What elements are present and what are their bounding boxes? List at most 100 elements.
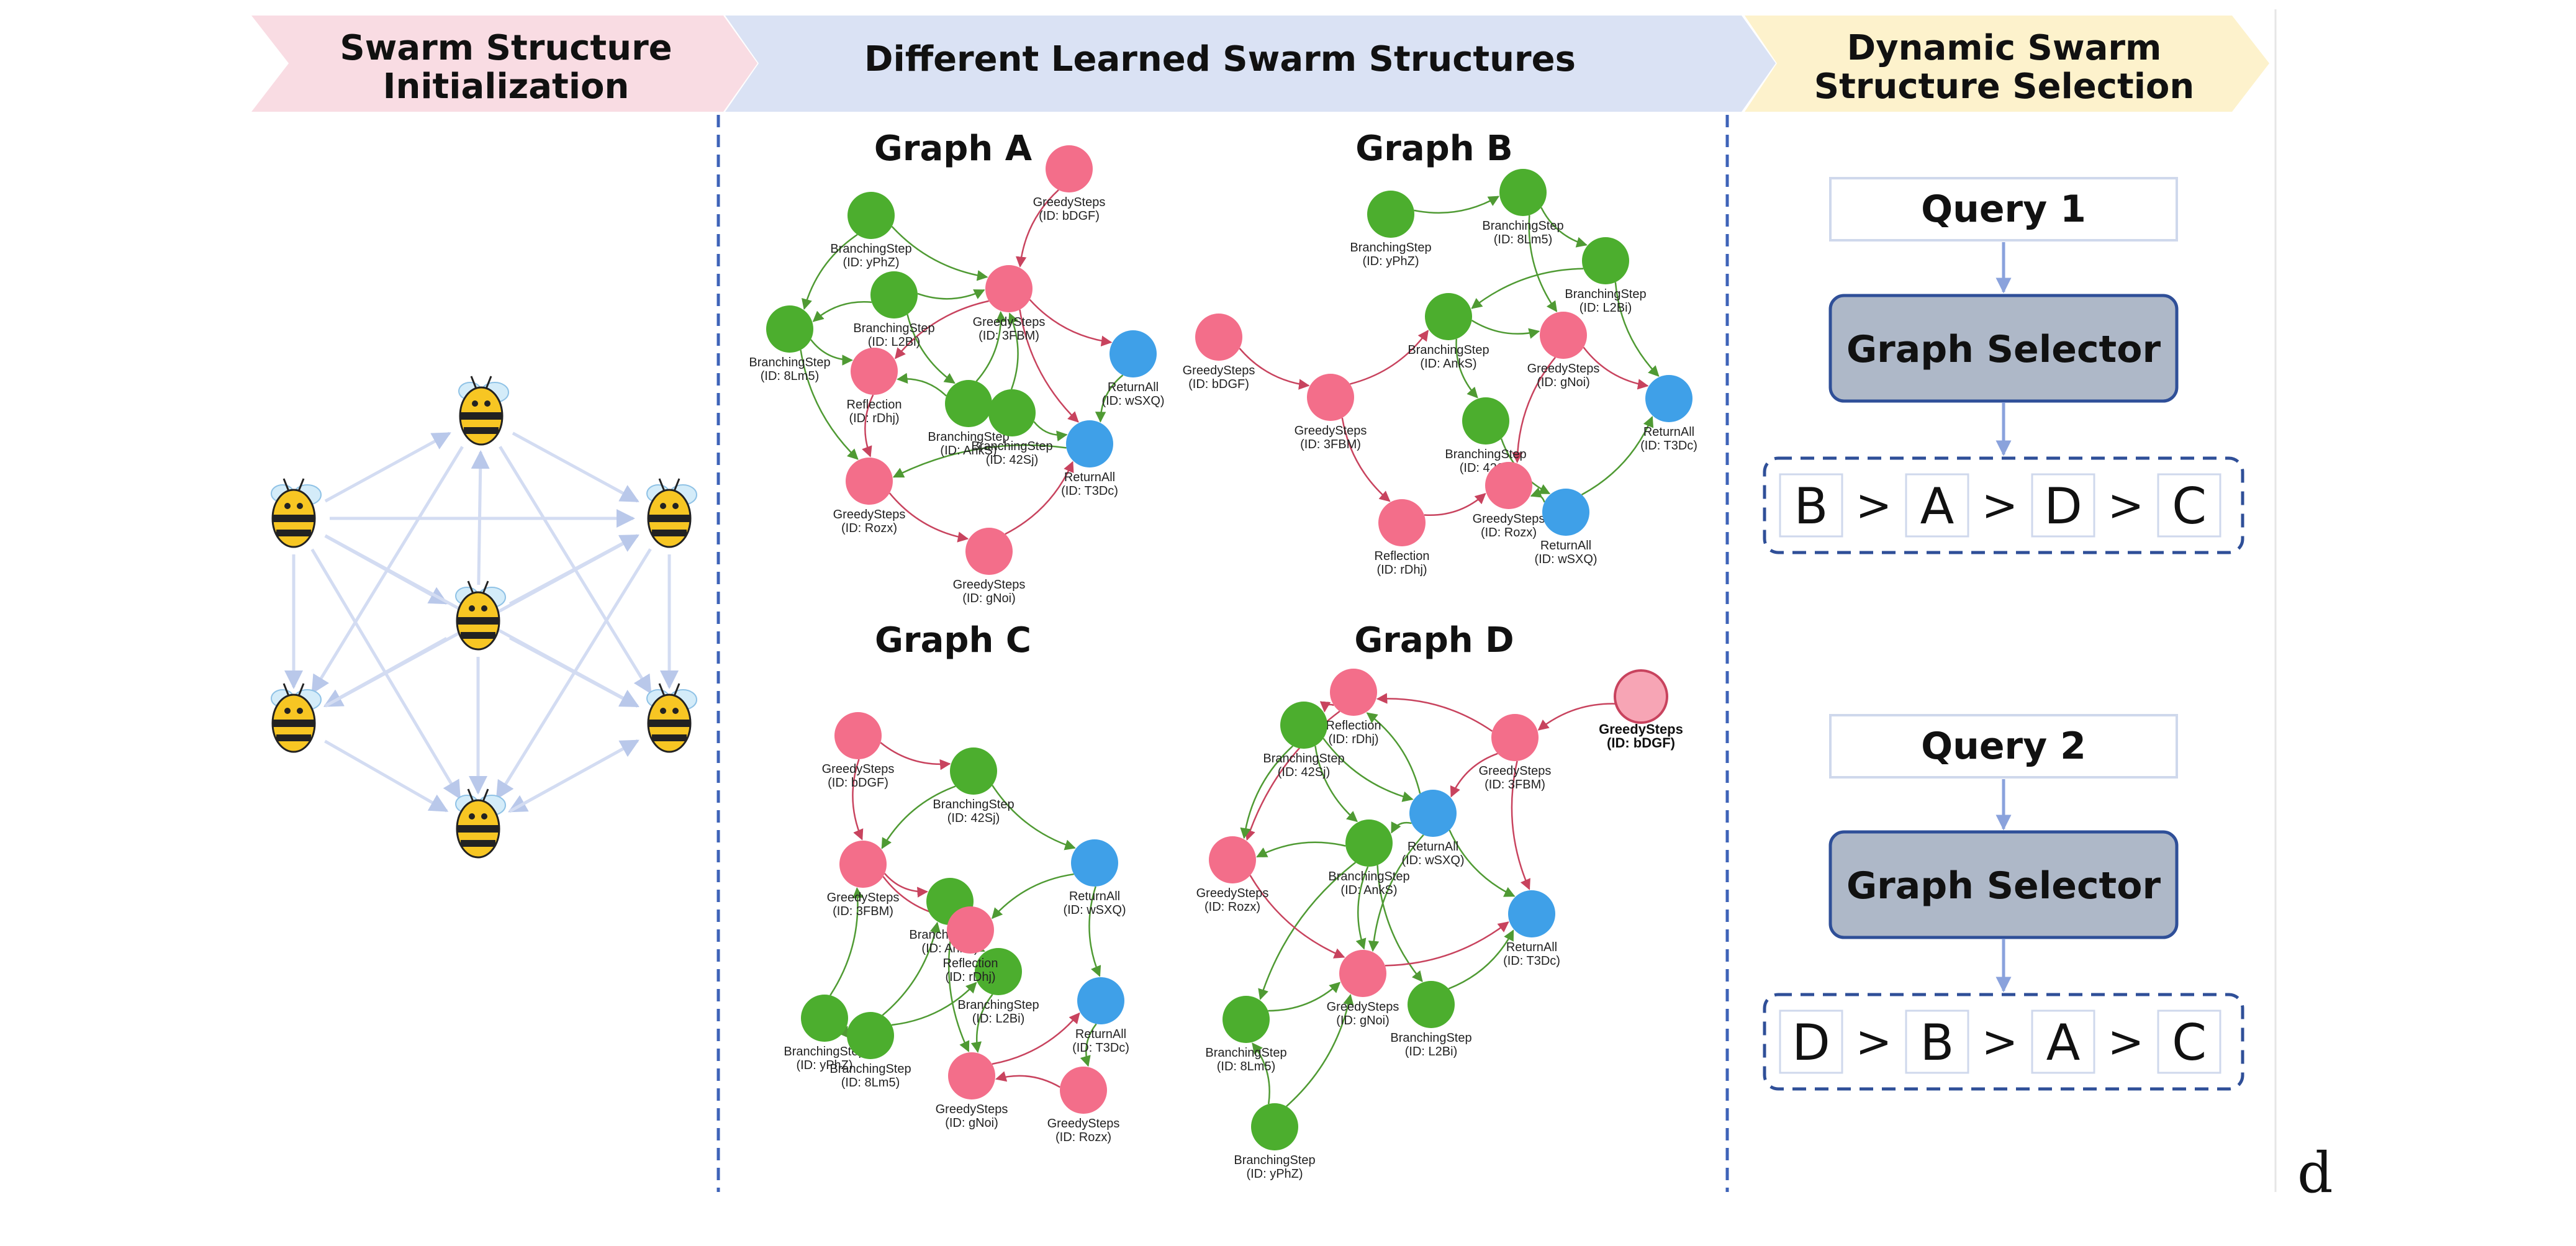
graph-edge <box>1239 348 1310 390</box>
node-id-label: (ID: gNoi) <box>962 592 1016 605</box>
branching-step-node: BranchingStep(ID: AnkS) <box>1328 819 1410 897</box>
node-id-label: (ID: wSXQ) <box>1534 553 1597 566</box>
graph-edge <box>975 310 1007 382</box>
node-circle <box>947 906 994 954</box>
node-type-label: GreedySteps <box>936 1103 1008 1116</box>
rank-item: A <box>1920 477 1955 535</box>
node-type-label: ReturnAll <box>1069 890 1120 903</box>
node-type-label: BranchingStep <box>749 356 830 369</box>
graph-edge <box>838 1026 849 1038</box>
graph-edge <box>897 372 947 397</box>
node-id-label: (ID: gNoi) <box>1336 1014 1390 1027</box>
node-type-label: GreedySteps <box>1327 1000 1399 1014</box>
graph-edge <box>1448 929 1514 990</box>
graph-edge <box>1256 841 1346 858</box>
return-all-node: ReturnAll(ID: wSXQ) <box>1063 839 1126 917</box>
arrow-icon <box>508 636 639 708</box>
graph-edge <box>1583 346 1649 390</box>
rank-item: B <box>1794 477 1828 535</box>
graph-edge <box>970 994 993 1053</box>
graph-edge <box>1088 886 1101 977</box>
node-id-label: (ID: Rozx) <box>1481 526 1537 539</box>
node-id-label: (ID: T3Dc) <box>1640 439 1697 453</box>
node-circle <box>1330 669 1377 716</box>
return-all-node: ReturnAll(ID: T3Dc) <box>1640 375 1697 453</box>
node-circle <box>1060 1067 1107 1114</box>
greedy-steps-node: GreedySteps(ID: bDGF) <box>1033 145 1105 223</box>
graph-c: GreedySteps(ID: bDGF)BranchingStep(ID: 4… <box>784 712 1129 1144</box>
graph-edge <box>1322 738 1414 802</box>
rank-item: C <box>2172 477 2207 535</box>
node-circle <box>847 192 895 239</box>
return-all-node: ReturnAll(ID: wSXQ) <box>1401 790 1465 867</box>
reflection-node: Reflection(ID: rDhj) <box>1326 669 1381 746</box>
greedy-steps-node: GreedySteps(ID: gNoi) <box>953 528 1025 605</box>
node-type-label: BranchingStep <box>957 998 1039 1012</box>
node-type-label: Reflection <box>1326 719 1381 733</box>
query-box-2 <box>1829 714 2178 779</box>
graph-selector-box-1 <box>1828 294 2179 403</box>
node-circle <box>847 1012 894 1059</box>
graph-edge <box>1015 189 1059 268</box>
graph-edge <box>894 300 989 359</box>
graph-edge <box>880 742 951 770</box>
graph-edge <box>1450 752 1498 798</box>
node-circle <box>1582 237 1629 284</box>
node-id-label: (ID: wSXQ) <box>1101 394 1164 408</box>
node-id-label: (ID: rDhj) <box>945 970 995 984</box>
branching-step-node: BranchingStep(ID: 42Sj) <box>971 389 1053 467</box>
node-circle <box>1499 169 1547 216</box>
graph-title-c: Graph C <box>875 620 1031 661</box>
reflection-node: Reflection(ID: rDhj) <box>1375 499 1429 577</box>
node-circle <box>1222 996 1270 1043</box>
node-circle <box>1345 819 1393 867</box>
graph-edge <box>802 233 858 310</box>
graph-edge <box>906 314 956 384</box>
node-circle <box>846 458 893 505</box>
arrow-icon <box>508 739 639 813</box>
node-circle <box>965 528 1013 575</box>
node-type-label: GreedySteps <box>822 762 895 776</box>
graph-selector-label-2: Graph Selector <box>1846 864 2161 908</box>
node-circle <box>1485 462 1532 509</box>
bee-icon <box>271 478 322 548</box>
node-id-label: (ID: AnkS) <box>940 444 997 458</box>
graph-edge <box>852 759 864 841</box>
bee-icon <box>271 683 322 753</box>
node-id-label: (ID: bDGF) <box>1188 377 1249 391</box>
greedy-steps-node: GreedySteps(ID: 3FBM) <box>1295 374 1367 451</box>
rank-box <box>1779 1009 1843 1074</box>
stage-title-selection-line2: Structure Selection <box>1814 66 2195 107</box>
node-type-label: ReturnAll <box>1540 539 1591 553</box>
node-type-label: ReturnAll <box>1064 471 1115 484</box>
node-id-label: (ID: 3FBM) <box>1300 438 1361 451</box>
graph-edges <box>800 189 1124 543</box>
rank-separator: > <box>1982 480 2018 531</box>
node-type-label: Reflection <box>943 957 998 970</box>
node-circle <box>839 841 887 888</box>
graph-edge <box>1350 330 1429 385</box>
node-type-label: BranchingStep <box>1565 287 1646 301</box>
node-circle <box>1307 374 1354 421</box>
node-type-label: BranchingStep <box>1234 1153 1315 1167</box>
graph-edge <box>1341 417 1391 502</box>
node-circle <box>1367 191 1414 238</box>
node-type-label: ReturnAll <box>1075 1027 1126 1041</box>
greedy-steps-node: GreedySteps(ID: gNoi) <box>1327 950 1399 1027</box>
branching-step-node: BranchingStep(ID: 8Lm5) <box>1205 996 1287 1073</box>
node-type-label: BranchingStep <box>971 440 1052 453</box>
node-type-label: BranchingStep <box>829 1062 911 1076</box>
node-type-label: Reflection <box>847 398 902 412</box>
arrow-icon <box>324 739 449 813</box>
node-circle <box>1508 890 1555 937</box>
graph-d: Reflection(ID: rDhj)BranchingStep(ID: 42… <box>1196 669 1683 1181</box>
graph-edge <box>1033 421 1068 441</box>
node-id-label: (ID: rDhj) <box>1376 563 1427 577</box>
node-circle <box>1645 375 1692 422</box>
node-type-label: BranchingStep <box>830 242 911 256</box>
graph-edge <box>1614 282 1660 377</box>
graph-edge <box>829 887 864 996</box>
greedy-steps-node: GreedySteps(ID: Rozx) <box>1047 1067 1119 1144</box>
arrow-icon <box>512 431 639 503</box>
node-id-label: (ID: 8Lm5) <box>1494 233 1552 246</box>
